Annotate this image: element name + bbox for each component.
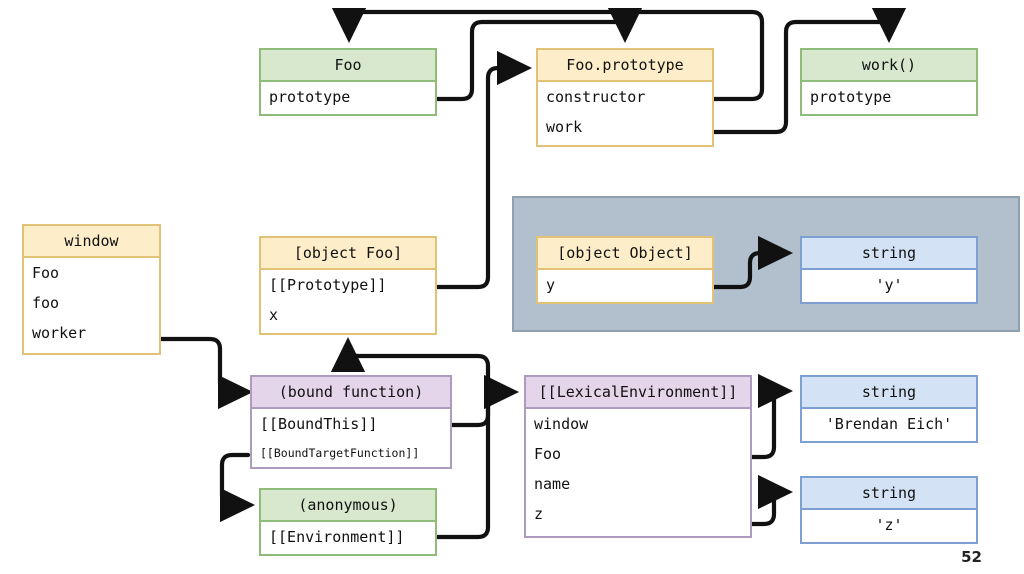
node-lexical-environment-row-z[interactable]: z (534, 505, 544, 523)
node-bound-function-title: (bound function) (252, 377, 450, 409)
node-lexical-environment-row-window[interactable]: window (534, 415, 589, 433)
node-window-row-foo-ctor[interactable]: Foo (32, 264, 60, 282)
wire-boundtarget-to-anonymous (219, 452, 256, 523)
node-foo-prototype-row-constructor[interactable]: constructor (546, 88, 646, 106)
node-lexical-environment[interactable]: [[LexicalEnvironment]] window Foo name z (524, 375, 752, 538)
node-object-object-title: [object Object] (538, 238, 712, 270)
node-anonymous-title: (anonymous) (261, 490, 435, 522)
node-window-title: window (24, 226, 159, 258)
node-object-foo[interactable]: [object Foo] [[Prototype]] x (259, 236, 437, 335)
node-foo-title: Foo (261, 50, 435, 82)
node-lexical-environment-title: [[LexicalEnvironment]] (526, 377, 750, 409)
node-string-brendan-eich[interactable]: string 'Brendan Eich' (800, 375, 978, 443)
node-string-z[interactable]: string 'z' (800, 476, 978, 544)
node-string-y[interactable]: string 'y' (800, 236, 978, 304)
node-foo[interactable]: Foo prototype (259, 48, 437, 116)
node-string-y-title: string (802, 238, 976, 270)
node-window-row-foo-instance[interactable]: foo (32, 294, 60, 312)
node-lexical-environment-row-foo[interactable]: Foo (534, 445, 562, 463)
node-string-y-value: 'y' (875, 276, 903, 294)
wire-lexenv-name-to-string-brendan (748, 373, 794, 460)
node-foo-prototype[interactable]: Foo.prototype constructor work (536, 48, 714, 147)
node-foo-row-prototype[interactable]: prototype (269, 88, 351, 106)
node-work-function[interactable]: work() prototype (800, 48, 978, 116)
node-bound-function-row-boundthis[interactable]: [[BoundThis]] (260, 415, 378, 433)
node-string-z-title: string (802, 478, 976, 510)
node-foo-prototype-row-work[interactable]: work (546, 118, 583, 136)
node-work-function-title: work() (802, 50, 976, 82)
node-window[interactable]: window Foo foo worker (22, 224, 161, 355)
node-string-z-value: 'z' (875, 516, 903, 534)
node-string-brendan-eich-value: 'Brendan Eich' (825, 415, 953, 433)
node-work-function-row-prototype[interactable]: prototype (810, 88, 892, 106)
node-object-foo-row-prototype[interactable]: [[Prototype]] (269, 276, 387, 294)
node-anonymous[interactable]: (anonymous) [[Environment]] (259, 488, 437, 556)
node-object-object[interactable]: [object Object] y (536, 236, 714, 304)
node-lexical-environment-row-name[interactable]: name (534, 475, 571, 493)
node-object-foo-title: [object Foo] (261, 238, 435, 270)
node-anonymous-row-environment[interactable]: [[Environment]] (269, 528, 405, 546)
node-object-object-row-y[interactable]: y (546, 276, 556, 294)
wire-lexenv-z-to-string-z (748, 474, 794, 527)
node-bound-function-row-boundtarget[interactable]: [[BoundTargetFunction]] (260, 446, 420, 460)
node-object-foo-row-x[interactable]: x (269, 306, 279, 324)
wire-window-worker-to-boundfunction (158, 336, 254, 410)
page-number: 52 (961, 548, 982, 566)
node-window-row-worker[interactable]: worker (32, 324, 87, 342)
node-bound-function[interactable]: (bound function) [[BoundThis]] [[BoundTa… (250, 375, 452, 469)
node-string-brendan-eich-title: string (802, 377, 976, 409)
node-foo-prototype-title: Foo.prototype (538, 50, 712, 82)
